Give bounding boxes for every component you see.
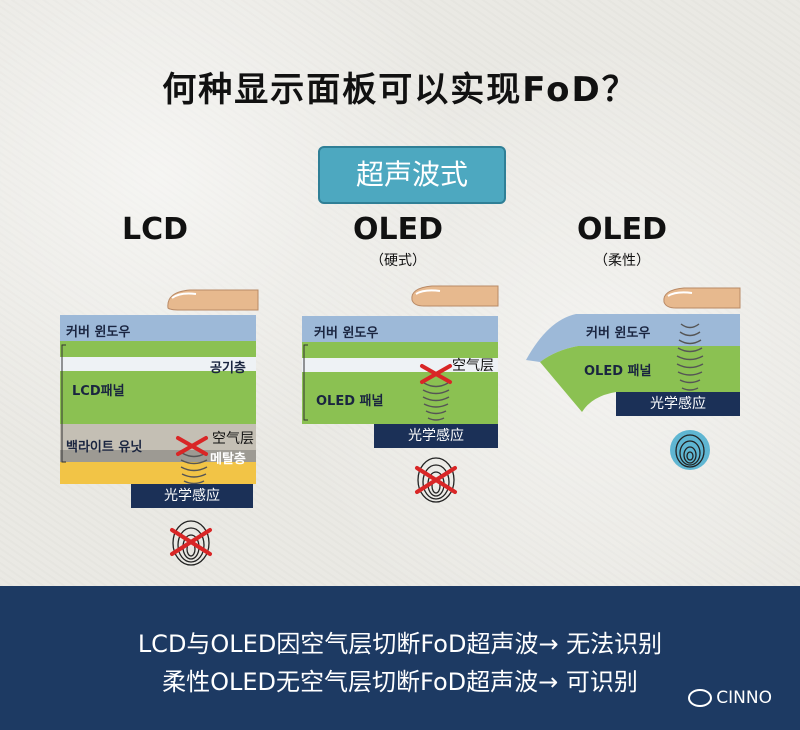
lcd-fingerprint-cross-icon	[170, 528, 212, 556]
oled-flex-cover-layer	[526, 314, 740, 362]
lcd-panel-layer	[60, 371, 256, 424]
watermark: CINNO	[688, 688, 772, 708]
oled-rigid-stack-diagram	[302, 285, 499, 503]
lcd-column-title: LCD	[121, 212, 189, 247]
lcd-air-gap-label: 공기층	[210, 361, 246, 376]
oled-rigid-fingerprint-cross-icon	[415, 466, 457, 494]
finger-icon	[167, 289, 259, 311]
oled-rigid-blocked-cross-icon	[420, 364, 452, 384]
oled-rigid-subtitle: （硬式）	[370, 253, 426, 269]
oled-flex-stack-diagram	[526, 287, 741, 470]
oled-rigid-cover-layer	[302, 316, 498, 342]
lcd-backlight-layer	[60, 424, 256, 450]
oled-flex-subtitle: （柔性）	[594, 253, 650, 269]
oled-rigid-panel-layer	[302, 372, 498, 424]
conclusion-line-1: LCD与OLED因空气层切断FoD超声波→ 无法识别	[137, 630, 663, 658]
watermark-text: CINNO	[716, 688, 772, 708]
page-title: 何种显示面板可以实现FoD？	[162, 70, 638, 110]
lcd-blocked-cross-icon	[176, 436, 208, 456]
lcd-cover-label: 커버 윈도우	[66, 325, 131, 340]
method-label-box: 超声波式	[318, 146, 506, 204]
conclusion-line-2: 柔性OLED无空气层切断FoD超声波→ 可识别	[162, 668, 638, 696]
oled-rigid-ultrasonic-wave-icon	[422, 382, 450, 421]
wechat-icon	[688, 689, 713, 707]
lcd-stack-diagram	[60, 289, 259, 566]
lcd-air-layer	[60, 357, 256, 371]
lcd-panel-label: LCD패널	[72, 384, 125, 399]
oled-flex-panel-label: OLED 패널	[584, 364, 652, 379]
oled-rigid-panel-label: OLED 패널	[316, 394, 384, 409]
lcd-air-layer-zh-label: 空气层	[212, 431, 254, 447]
oled-flex-optical-sensor: 光学感应	[616, 392, 740, 416]
lcd-optical-sensor: 光学感应	[131, 484, 253, 508]
lcd-cover-layer	[60, 315, 256, 341]
oled-flex-column-title: OLED	[576, 212, 667, 247]
oled-flex-cover-label: 커버 윈도우	[586, 326, 651, 341]
lcd-metal-label: 메탈층	[210, 452, 246, 467]
oled-flex-panel-layer	[540, 346, 740, 412]
lcd-panel-layer-top	[60, 341, 256, 357]
oled-rigid-column-title: OLED	[352, 212, 443, 247]
oled-rigid-optical-sensor: 光学感应	[374, 424, 498, 448]
oled-flex-fingerprint-icon	[670, 430, 710, 470]
oled-flex-ultrasonic-wave-icon	[676, 323, 704, 391]
lcd-backlight-label: 백라이트 유닛	[66, 440, 143, 455]
finger-icon	[663, 287, 741, 309]
oled-rigid-panel-top	[302, 342, 498, 358]
conclusion-banner: LCD与OLED因空气层切断FoD超声波→ 无法识别 柔性OLED无空气层切断F…	[0, 586, 800, 730]
oled-rigid-air-layer-zh-label: 空气层	[452, 358, 494, 374]
oled-rigid-cover-label: 커버 윈도우	[314, 326, 379, 341]
